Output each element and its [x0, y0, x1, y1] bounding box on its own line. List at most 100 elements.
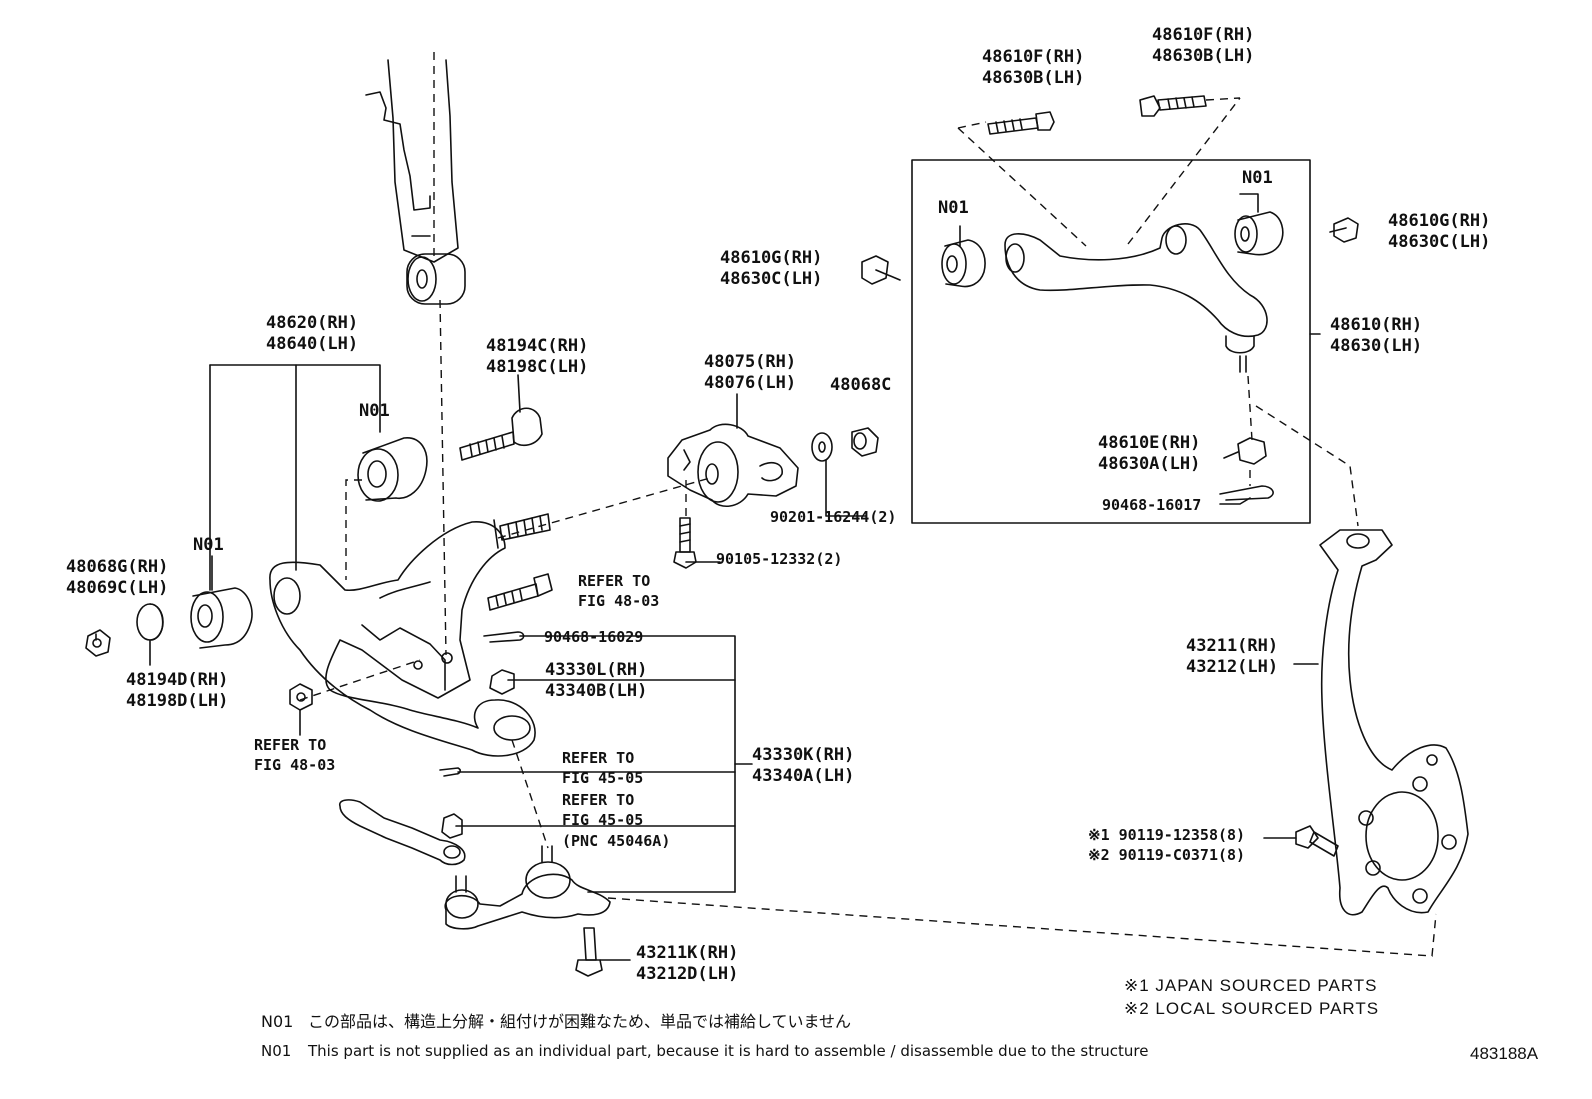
label-knuckle-bolt-2[interactable]: ※2 90119-C0371(8): [1088, 846, 1246, 864]
lower-arm-lh: 48640(LH): [266, 334, 359, 354]
label-upper-bolt-left[interactable]: 48610F(RH) 48630B(LH): [982, 47, 1084, 89]
note-jp-code: N01: [261, 1012, 294, 1031]
label-upper-nut-left[interactable]: 48610G(RH) 48630C(LH): [720, 248, 822, 290]
front-nut: [85, 629, 111, 657]
ball-joint-bolt-rh: 43211K(RH): [636, 943, 739, 963]
upper-bolt-right-lh: 48630B(LH): [1152, 46, 1255, 66]
legend-japan-sourced: ※1 JAPAN SOURCED PARTS: [1124, 976, 1378, 995]
label-strut-bushing-nut[interactable]: 48068C: [830, 375, 892, 395]
label-upper-bushing-left[interactable]: N01: [938, 198, 969, 218]
lower-ball-joint: [444, 845, 611, 930]
upper-bushing-right: [1234, 211, 1284, 256]
figure-id: 483188A: [1470, 1044, 1539, 1063]
upper-nut-left-rh: 48610G(RH): [720, 248, 823, 268]
lower-ball-joint-lh: 43340A(LH): [752, 766, 855, 786]
upper-cotter-pin: [1219, 485, 1274, 501]
label-upper-ball-joint-nut[interactable]: 48610E(RH) 48630A(LH): [1098, 433, 1200, 475]
lower-ball-joint-rh: 43330K(RH): [752, 745, 855, 765]
castle-nut-lower: [441, 813, 463, 839]
upper-nut-right-rh: 48610G(RH): [1388, 211, 1491, 231]
label-front-bushing-n01[interactable]: N01: [193, 535, 224, 555]
castle-nut-rh: 43330L(RH): [545, 660, 648, 680]
refer-fig-48-03-upper[interactable]: REFER TO FIG 48-03: [578, 571, 659, 611]
refer-48-03-upper-line2: FIG 48-03: [578, 592, 660, 610]
refer-48-03-lower-line2: FIG 48-03: [254, 756, 336, 774]
label-cam-plate[interactable]: 48194D(RH) 48198D(LH): [126, 670, 228, 712]
legend-local-sourced: ※2 LOCAL SOURCED PARTS: [1124, 999, 1380, 1018]
refer-45-05-a-line2: FIG 45-05: [562, 769, 644, 787]
upper-bushing-left: [941, 239, 986, 288]
strut-washer: [811, 432, 833, 462]
front-nut-lh: 48069C(LH): [66, 578, 169, 598]
label-ball-joint-bolt[interactable]: 43211K(RH) 43212D(LH): [636, 943, 738, 985]
knuckle-rh: 43211(RH): [1186, 636, 1279, 656]
label-lower-arm[interactable]: 48620(RH) 48640(LH): [266, 313, 358, 355]
label-cam-bolt[interactable]: 48194C(RH) 48198C(LH): [486, 336, 588, 378]
upper-ball-nut: [1237, 437, 1267, 465]
note-en-code: N01: [261, 1042, 292, 1060]
upper-arm-rh: 48610(RH): [1330, 315, 1423, 335]
upper-nut-right-lh: 48630C(LH): [1388, 232, 1491, 252]
rear-bushing: [357, 437, 428, 502]
note-jp-text: この部品は、構造上分解・組付けが困難なため、単品では補給していません: [308, 1012, 852, 1031]
strut-bracket: [667, 423, 799, 507]
upper-bolt-left: [987, 111, 1055, 135]
shock-absorber: [365, 59, 466, 305]
refer-45-05-b-line1: REFER TO: [562, 791, 635, 809]
refer-fig-45-05-a[interactable]: REFER TO FIG 45-05: [562, 748, 643, 788]
front-nut-rh: 48068G(RH): [66, 557, 169, 577]
label-lower-bushing-n01[interactable]: N01: [359, 401, 390, 421]
lower-control-arm: [269, 513, 551, 757]
label-washer[interactable]: 90201-16244(2): [770, 508, 897, 526]
steering-knuckle: [1319, 529, 1469, 916]
refer-45-05-a-line1: REFER TO: [562, 749, 635, 767]
cam-bolt: [459, 407, 543, 461]
knuckle-lh: 43212(LH): [1186, 657, 1279, 677]
label-upper-arm[interactable]: 48610(RH) 48630(LH): [1330, 315, 1422, 357]
ball-joint-bolt: [575, 927, 603, 977]
upper-bolt-right: [1139, 95, 1207, 117]
upper-arm-lh: 48630(LH): [1330, 336, 1423, 356]
label-upper-bolt-right[interactable]: 48610F(RH) 48630B(LH): [1152, 25, 1254, 67]
label-lower-cotter-pin[interactable]: 90468-16029: [544, 628, 644, 646]
strut-bracket-lh: 48076(LH): [704, 373, 797, 393]
upper-ball-joint-nut-rh: 48610E(RH): [1098, 433, 1201, 453]
label-upper-nut-right[interactable]: 48610G(RH) 48630C(LH): [1388, 211, 1490, 253]
refer-fig-45-05-b[interactable]: REFER TO FIG 45-05: [562, 790, 643, 830]
cam-plate-lh: 48198D(LH): [126, 691, 229, 711]
lower-arm-rh: 48620(RH): [266, 313, 359, 333]
upper-bolt-right-rh: 48610F(RH): [1152, 25, 1255, 45]
label-strut-bracket[interactable]: 48075(RH) 48076(LH): [704, 352, 796, 394]
label-knuckle-bolt-1[interactable]: ※1 90119-12358(8): [1088, 826, 1246, 844]
label-upper-bushing-right[interactable]: N01: [1242, 168, 1273, 188]
knuckle-bolt: [1295, 825, 1339, 857]
lower-cotter-pin: [483, 631, 525, 643]
refer-48-03-upper-line1: REFER TO: [578, 572, 651, 590]
refer-cotter: [439, 767, 461, 777]
upper-nut-left-lh: 48630C(LH): [720, 269, 823, 289]
refer-fig-48-03-lower[interactable]: REFER TO FIG 48-03: [254, 735, 335, 775]
upper-ball-joint-nut-lh: 48630A(LH): [1098, 454, 1201, 474]
lower-refer-nut: [289, 683, 313, 711]
ball-joint-bolt-lh: 43212D(LH): [636, 964, 739, 984]
label-front-nut[interactable]: 48068G(RH) 48069C(LH): [66, 557, 168, 599]
lower-castle-nut: [489, 669, 515, 695]
upper-nut-right: [1333, 217, 1359, 243]
label-bracket-bolt[interactable]: 90105-12332(2): [716, 550, 843, 568]
cam-plate: [136, 603, 164, 641]
label-lower-ball-joint[interactable]: 43330K(RH) 43340A(LH): [752, 745, 854, 787]
cam-plate-rh: 48194D(RH): [126, 670, 229, 690]
label-pnc: (PNC 45046A): [562, 832, 671, 850]
label-knuckle[interactable]: 43211(RH) 43212(LH): [1186, 636, 1278, 678]
tie-rod-end: [338, 799, 466, 866]
upper-nut-left: [861, 255, 889, 285]
strut-nut: [851, 427, 879, 457]
upper-bolt-left-rh: 48610F(RH): [982, 47, 1085, 67]
cam-bolt-rh: 48194C(RH): [486, 336, 589, 356]
bracket-bolt: [673, 517, 697, 569]
upper-arm-box: [911, 159, 1311, 524]
label-castle-nut[interactable]: 43330L(RH) 43340B(LH): [545, 660, 647, 702]
label-upper-cotter-pin[interactable]: 90468-16017: [1102, 496, 1202, 514]
